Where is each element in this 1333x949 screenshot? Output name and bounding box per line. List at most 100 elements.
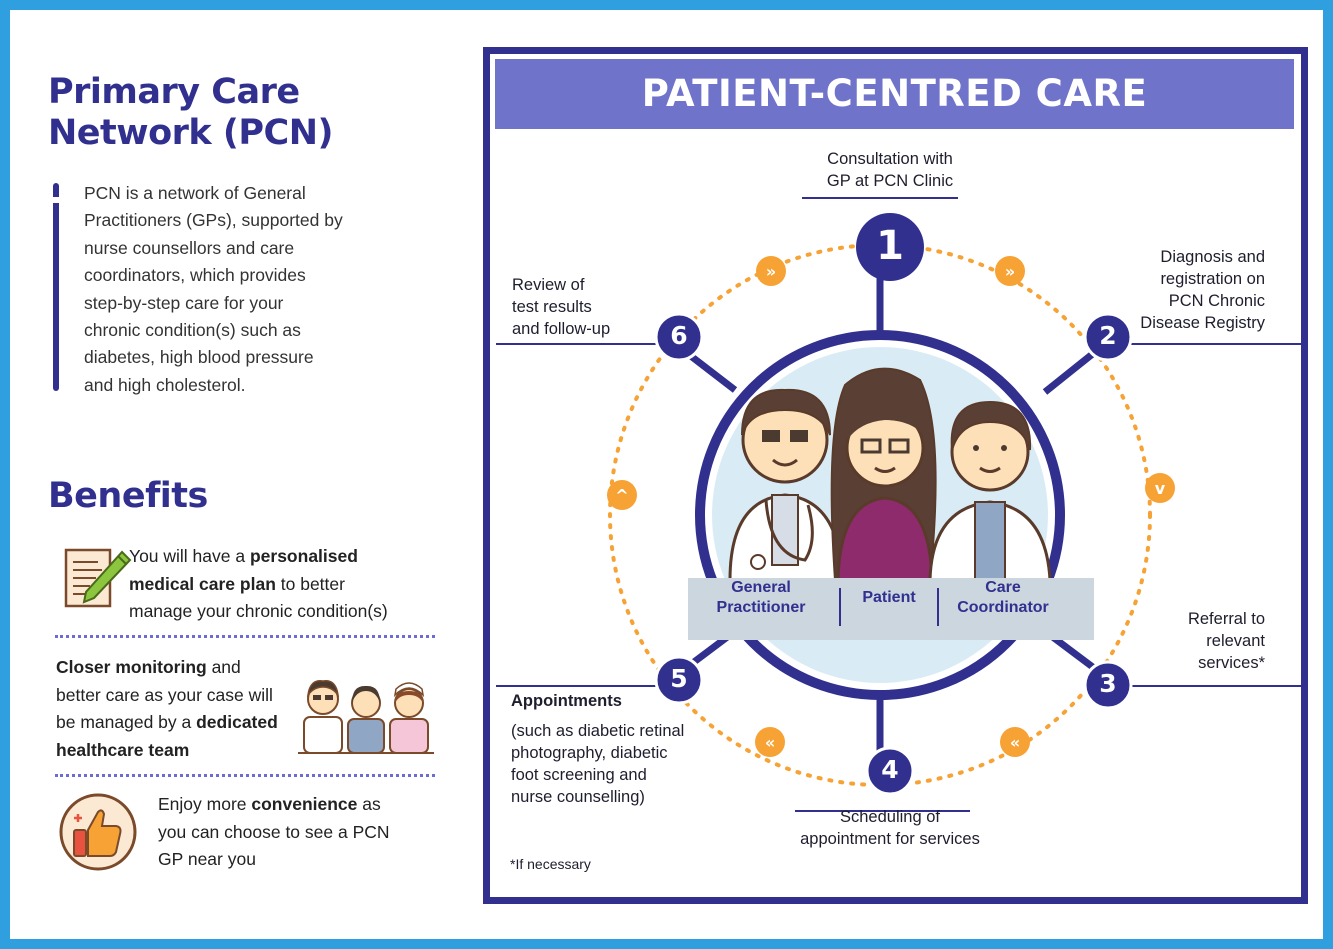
text: manage your chronic condition(s) bbox=[129, 601, 388, 621]
role-care-coordinator: Care Coordinator bbox=[942, 578, 1064, 618]
step-4-label: Scheduling of appointment for services bbox=[765, 806, 1015, 850]
svg-text:v: v bbox=[1155, 479, 1166, 498]
footnote: *If necessary bbox=[510, 856, 591, 872]
role-line: General bbox=[731, 579, 791, 596]
step-line: foot screening and bbox=[511, 766, 647, 784]
step-2-label: Diagnosis and registration on PCN Chroni… bbox=[1100, 246, 1265, 334]
benefit-line: medical care plan to better bbox=[129, 571, 469, 599]
intro-accent-bar bbox=[53, 183, 59, 391]
step-line: Consultation with bbox=[827, 150, 953, 168]
text: be managed by a bbox=[56, 712, 197, 732]
benefit-line: better care as your case will bbox=[56, 682, 316, 710]
role-general-practitioner: General Practitioner bbox=[700, 578, 822, 618]
step-line: Disease Registry bbox=[1140, 314, 1265, 332]
benefit-line: healthcare team bbox=[56, 737, 316, 765]
benefit-line: manage your chronic condition(s) bbox=[129, 598, 469, 626]
emphasis: Closer monitoring bbox=[56, 657, 207, 677]
step-line: PCN Chronic bbox=[1168, 292, 1265, 310]
benefit-divider bbox=[55, 774, 435, 777]
emphasis: convenience bbox=[251, 794, 358, 814]
outer-dotted-ring bbox=[608, 243, 1152, 787]
step-number-5: 5 bbox=[670, 664, 688, 693]
benefit-line: Enjoy more convenience as bbox=[158, 791, 438, 819]
step-number-6: 6 bbox=[670, 321, 688, 350]
role-line: Patient bbox=[862, 589, 916, 606]
step-number-1: 1 bbox=[876, 223, 904, 269]
text: as bbox=[357, 794, 381, 814]
thumbs-up-icon bbox=[59, 793, 137, 871]
step-number-2: 2 bbox=[1099, 321, 1117, 350]
step-line: Referral to bbox=[1187, 610, 1265, 628]
intro-line: Practitioners (GPs), supported by bbox=[84, 210, 343, 231]
intro-line: chronic condition(s) such as bbox=[84, 320, 301, 341]
intro-line: coordinators, which provides bbox=[84, 265, 306, 286]
svg-text:^: ^ bbox=[615, 486, 628, 505]
step-number-4: 4 bbox=[881, 755, 899, 784]
step-line: and follow-up bbox=[512, 320, 611, 338]
panel-header bbox=[495, 59, 1294, 129]
emphasis: healthcare team bbox=[56, 739, 190, 760]
emphasis: personalised bbox=[249, 546, 358, 566]
step-line: relevant bbox=[1206, 632, 1265, 650]
svg-text:»: » bbox=[766, 262, 776, 281]
text: to better bbox=[275, 573, 345, 594]
benefit-line: GP near you bbox=[158, 846, 438, 874]
step-5-label: Appointments (such as diabetic retinal p… bbox=[511, 690, 741, 808]
pcn-title: Primary Care Network (PCN) bbox=[48, 72, 448, 154]
chevron-double-icon: » » v « « ^ bbox=[607, 256, 1175, 757]
intro-line: step-by-step care for your bbox=[84, 292, 284, 313]
step-number-3: 3 bbox=[1099, 669, 1117, 698]
intro-accent-bar-gap bbox=[53, 197, 59, 203]
benefits-title: Benefits bbox=[48, 476, 208, 516]
pcn-title-line1: Primary Care bbox=[48, 72, 300, 112]
step-line: photography, diabetic bbox=[511, 744, 668, 762]
step-line: Review of bbox=[512, 276, 585, 294]
benefit-item-care-plan: You will have a personalised medical car… bbox=[129, 543, 469, 626]
emphasis: dedicated bbox=[196, 712, 278, 732]
healthcare-team-icon bbox=[298, 680, 434, 754]
svg-text:»: » bbox=[1005, 262, 1015, 281]
benefit-line: be managed by a dedicated bbox=[56, 709, 316, 737]
text: You will have a bbox=[129, 546, 250, 566]
pcn-title-line2: Network (PCN) bbox=[48, 113, 333, 153]
benefit-line: you can choose to see a PCN bbox=[158, 819, 438, 847]
pcn-intro-text: PCN is a network of General Practitioner… bbox=[84, 180, 384, 399]
text: you can choose to see a PCN bbox=[158, 821, 390, 842]
benefit-divider bbox=[55, 635, 435, 638]
role-line: Coordinator bbox=[957, 599, 1049, 616]
benefit-line: Closer monitoring and bbox=[56, 654, 316, 682]
step-nodes bbox=[654, 213, 1133, 796]
step-line: Diagnosis and bbox=[1160, 248, 1265, 266]
step-1-label: Consultation with GP at PCN Clinic bbox=[785, 148, 995, 192]
step-line: appointment for services bbox=[800, 830, 980, 848]
care-plan-icon bbox=[64, 548, 132, 608]
step-line: test results bbox=[512, 298, 592, 316]
text: Enjoy more bbox=[158, 794, 252, 814]
step-6-label: Review of test results and follow-up bbox=[512, 274, 652, 340]
panel-header-title: PATIENT-CENTRED CARE bbox=[641, 72, 1148, 115]
care-team-illustration bbox=[728, 367, 1052, 582]
benefit-line: You will have a personalised bbox=[129, 543, 469, 571]
intro-line: nurse counsellors and care bbox=[84, 237, 295, 258]
emphasis: medical care plan bbox=[129, 573, 276, 594]
step-line: Scheduling of bbox=[840, 808, 940, 826]
step-3-label: Referral to relevant services* bbox=[1130, 608, 1265, 674]
intro-line: PCN is a network of General bbox=[84, 183, 306, 203]
text: better care as your case will bbox=[56, 684, 273, 705]
intro-line: and high cholesterol. bbox=[84, 374, 246, 395]
benefit-item-monitoring: Closer monitoring and better care as you… bbox=[56, 654, 316, 764]
page: Primary Care Network (PCN) PCN is a netw… bbox=[10, 10, 1323, 939]
text: and bbox=[206, 657, 241, 677]
role-line: Practitioner bbox=[716, 599, 806, 616]
svg-text:«: « bbox=[1010, 733, 1020, 752]
step-line: nurse counselling) bbox=[511, 788, 645, 806]
step-line: registration on bbox=[1160, 270, 1265, 288]
step-title: Appointments bbox=[511, 692, 622, 710]
step-line: services* bbox=[1198, 654, 1265, 672]
intro-line: diabetes, high blood pressure bbox=[84, 347, 314, 368]
role-patient: Patient bbox=[840, 588, 938, 608]
care-cycle-diagram: » » v « « ^ bbox=[496, 197, 1302, 812]
role-line: Care bbox=[985, 579, 1021, 596]
role-label-bar bbox=[688, 578, 1094, 640]
text: GP near you bbox=[158, 849, 256, 869]
